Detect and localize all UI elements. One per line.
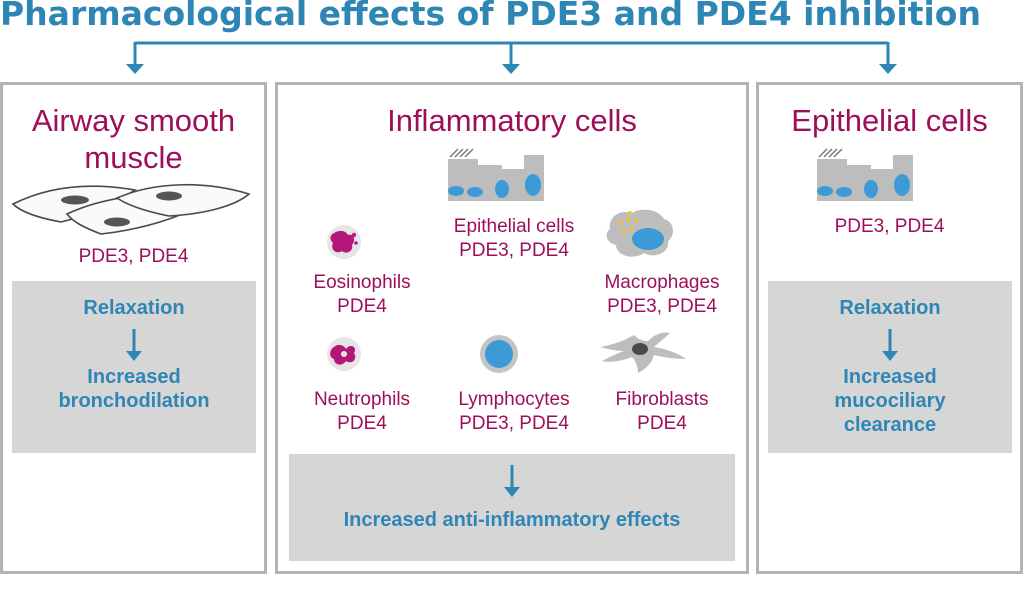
arrow-down-icon: [504, 465, 520, 497]
epithelial-effect-relaxation: Relaxation: [839, 297, 941, 319]
epithelial-cells-panel: Epithelial cells PDE3, PDE4 Relaxation I…: [756, 82, 1023, 574]
airway-effect-increased: Increased: [87, 366, 181, 388]
diagram-title: Pharmacological effects of PDE3 and PDE4…: [0, 0, 981, 33]
arrow-down-icon: [126, 64, 144, 74]
panel-title-airway-line1: Airway smooth: [31, 103, 236, 138]
inflammatory-effect-box: Increased anti-inflammatory effects: [289, 454, 735, 561]
fibroblasts-pde: PDE4: [637, 413, 687, 434]
epithelial-cells-label: Epithelial cells: [453, 216, 575, 237]
smooth-muscle-cells-icon: [11, 183, 251, 235]
epithelial-effect-mucociliary: mucociliary: [834, 390, 946, 412]
arrow-down-icon: [126, 329, 142, 361]
epithelial-cells-pde: PDE3, PDE4: [459, 240, 569, 261]
eosinophils-label: Eosinophils: [313, 272, 411, 293]
eosinophil-icon: [327, 225, 361, 259]
epithelial-cells-icon: [448, 148, 544, 201]
eosinophils-pde: PDE4: [337, 296, 387, 317]
neutrophil-icon: [327, 337, 361, 371]
lymphocytes-label: Lymphocytes: [458, 389, 570, 410]
airway-smooth-muscle-panel: Airway smooth muscle PDE3, PDE4 Relaxati…: [0, 82, 267, 574]
epithelial-cells-icon: [817, 148, 913, 201]
epithelial-effect-clearance: clearance: [843, 414, 937, 436]
inflammatory-cells-panel: Inflammatory cells Epithelial cells PDE3…: [275, 82, 749, 574]
arrow-down-icon: [879, 64, 897, 74]
neutrophils-label: Neutrophils: [313, 389, 411, 410]
airway-effect-bronchodilation: bronchodilation: [58, 390, 210, 412]
lymphocyte-icon: [480, 335, 518, 373]
panel-title-airway-line2: muscle: [84, 140, 183, 175]
epithelial-effect-box: Relaxation Increased mucociliary clearan…: [768, 281, 1012, 453]
panel-title-epithelial: Epithelial cells: [791, 103, 988, 138]
neutrophils-pde: PDE4: [337, 413, 387, 434]
airway-effect-relaxation: Relaxation: [83, 297, 185, 319]
macrophages-pde: PDE3, PDE4: [607, 296, 717, 317]
fibroblasts-label: Fibroblasts: [615, 389, 709, 410]
macrophage-icon: [606, 209, 673, 257]
arrow-down-icon: [502, 64, 520, 74]
panel-title-inflammatory: Inflammatory cells: [387, 103, 637, 138]
arrow-down-icon: [882, 329, 898, 361]
fibroblast-icon: [600, 332, 686, 373]
lymphocytes-pde: PDE3, PDE4: [459, 413, 569, 434]
inflammatory-effect-text: Increased anti-inflammatory effects: [343, 509, 681, 531]
title-connector: [126, 41, 897, 74]
airway-effect-box: Relaxation Increased bronchodilation: [12, 281, 256, 453]
macrophages-label: Macrophages: [604, 272, 720, 293]
epithelial-effect-increased: Increased: [843, 366, 937, 388]
epithelial-pde-label: PDE3, PDE4: [834, 216, 945, 237]
airway-pde-label: PDE3, PDE4: [78, 246, 189, 267]
